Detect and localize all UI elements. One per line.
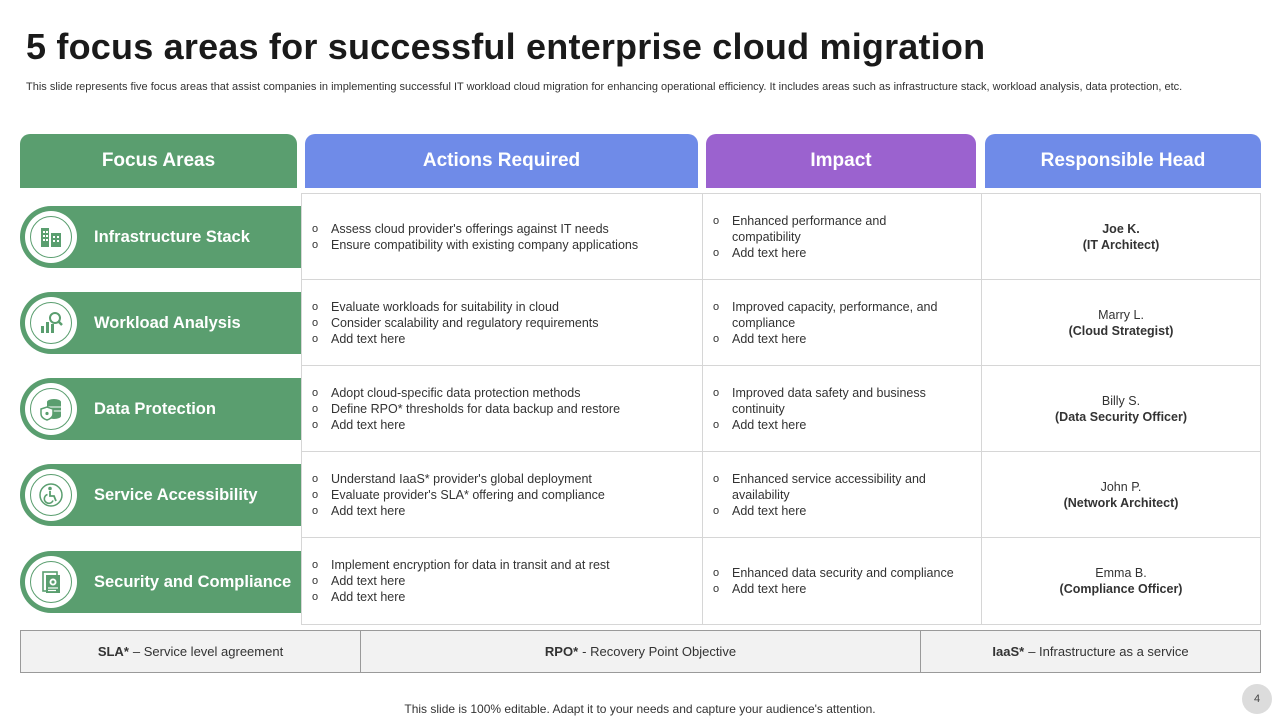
list-item: Add text here xyxy=(713,417,955,433)
focus-item-data-protection: Data Protection xyxy=(20,378,301,440)
building-network-icon xyxy=(41,228,61,247)
responsible-head-cell: John P. (Network Architect) xyxy=(982,452,1260,538)
head-role: (Network Architect) xyxy=(1063,496,1179,510)
focus-label: Workload Analysis xyxy=(94,313,241,332)
actions-cell: Assess cloud provider's offerings agains… xyxy=(302,194,703,280)
impact-cell: Enhanced data security and compliance Ad… xyxy=(703,538,982,624)
focus-label: Infrastructure Stack xyxy=(94,227,250,246)
list-item: Improved data safety and business contin… xyxy=(713,385,955,417)
focus-item-security-and-compliance: Security and Compliance xyxy=(20,551,301,613)
legend-item-sla: SLA*– Service level agreement xyxy=(21,631,361,672)
responsible-head-cell: Joe K. (IT Architect) xyxy=(982,194,1260,280)
list-item: Assess cloud provider's offerings agains… xyxy=(312,221,638,237)
legend-item-rpo: RPO*- Recovery Point Objective xyxy=(361,631,921,672)
list-item: Add text here xyxy=(713,581,954,597)
chart-magnifier-icon xyxy=(41,312,63,333)
header-impact: Impact xyxy=(706,134,976,188)
page-subtitle: This slide represents five focus areas t… xyxy=(26,81,1183,93)
head-name: Marry L. xyxy=(1098,308,1144,322)
legend-definition: - Recovery Point Objective xyxy=(582,644,737,659)
focus-item-workload-analysis: Workload Analysis xyxy=(20,292,301,354)
focus-item-service-accessibility: Service Accessibility xyxy=(20,464,301,526)
impact-cell: Improved data safety and business contin… xyxy=(703,366,982,452)
legend-definition: – Service level agreement xyxy=(132,644,284,659)
actions-cell: Implement encryption for data in transit… xyxy=(302,538,703,624)
list-item: Define RPO* thresholds for data backup a… xyxy=(312,401,620,417)
list-item: Add text here xyxy=(713,245,955,261)
impact-cell: Improved capacity, performance, and comp… xyxy=(703,280,982,366)
table-row: Understand IaaS* provider's global deplo… xyxy=(302,452,1260,538)
actions-cell: Evaluate workloads for suitability in cl… xyxy=(302,280,703,366)
focus-label: Security and Compliance xyxy=(94,572,292,591)
actions-cell: Adopt cloud-specific data protection met… xyxy=(302,366,703,452)
list-item: Add text here xyxy=(312,331,599,347)
header-responsible-head: Responsible Head xyxy=(985,134,1261,188)
list-item: Enhanced data security and compliance xyxy=(713,565,954,581)
list-item: Enhanced service accessibility and avail… xyxy=(713,471,955,503)
table-row: Implement encryption for data in transit… xyxy=(302,538,1260,624)
legend-abbr: RPO* xyxy=(544,644,579,659)
list-item: Add text here xyxy=(312,417,620,433)
head-name: Billy S. xyxy=(1101,394,1141,408)
table-row: Evaluate workloads for suitability in cl… xyxy=(302,280,1260,366)
responsible-head-cell: Marry L. (Cloud Strategist) xyxy=(982,280,1260,366)
wheelchair-icon xyxy=(39,483,63,507)
database-shield-icon xyxy=(40,399,61,421)
focus-label: Service Accessibility xyxy=(94,485,258,504)
head-name: Emma B. xyxy=(1095,566,1147,580)
head-role: (Cloud Strategist) xyxy=(1068,324,1174,338)
list-item: Improved capacity, performance, and comp… xyxy=(713,299,955,331)
list-item: Implement encryption for data in transit… xyxy=(312,557,610,573)
head-role: (Data Security Officer) xyxy=(1055,410,1187,424)
head-name: John P. xyxy=(1100,480,1142,494)
focus-item-infrastructure-stack: Infrastructure Stack xyxy=(20,206,301,268)
list-item: Evaluate provider's SLA* offering and co… xyxy=(312,487,605,503)
responsible-head-cell: Billy S. (Data Security Officer) xyxy=(982,366,1260,452)
abbreviation-legend: SLA*– Service level agreement RPO*- Reco… xyxy=(20,630,1261,673)
list-item: Add text here xyxy=(713,331,955,347)
header-focus-areas: Focus Areas xyxy=(20,134,297,188)
document-badge-icon xyxy=(42,571,60,593)
list-item: Enhanced performance and compatibility xyxy=(713,213,955,245)
footer-note: This slide is 100% editable. Adapt it to… xyxy=(404,702,876,716)
table-row: Adopt cloud-specific data protection met… xyxy=(302,366,1260,452)
head-role: (IT Architect) xyxy=(1082,238,1160,252)
legend-abbr: IaaS* xyxy=(992,644,1025,659)
list-item: Evaluate workloads for suitability in cl… xyxy=(312,299,599,315)
impact-cell: Enhanced service accessibility and avail… xyxy=(703,452,982,538)
list-item: Understand IaaS* provider's global deplo… xyxy=(312,471,605,487)
list-item: Consider scalability and regulatory requ… xyxy=(312,315,599,331)
list-item: Add text here xyxy=(312,589,610,605)
table-row: Assess cloud provider's offerings agains… xyxy=(302,194,1260,280)
legend-definition: – Infrastructure as a service xyxy=(1028,644,1189,659)
list-item: Add text here xyxy=(312,503,605,519)
head-name: Joe K. xyxy=(1102,222,1140,236)
impact-cell: Enhanced performance and compatibility A… xyxy=(703,194,982,280)
actions-cell: Understand IaaS* provider's global deplo… xyxy=(302,452,703,538)
header-actions-required: Actions Required xyxy=(305,134,698,188)
legend-abbr: SLA* xyxy=(97,644,129,659)
list-item: Add text here xyxy=(713,503,955,519)
list-item: Ensure compatibility with existing compa… xyxy=(312,237,638,253)
focus-label: Data Protection xyxy=(94,399,216,418)
legend-item-iaas: IaaS*– Infrastructure as a service xyxy=(921,631,1260,672)
list-item: Adopt cloud-specific data protection met… xyxy=(312,385,620,401)
page-number: 4 xyxy=(1242,684,1272,714)
list-item: Add text here xyxy=(312,573,610,589)
page-title: 5 focus areas for successful enterprise … xyxy=(26,26,986,67)
responsible-head-cell: Emma B. (Compliance Officer) xyxy=(982,538,1260,624)
focus-areas-table: Assess cloud provider's offerings agains… xyxy=(301,193,1261,625)
head-role: (Compliance Officer) xyxy=(1059,582,1183,596)
